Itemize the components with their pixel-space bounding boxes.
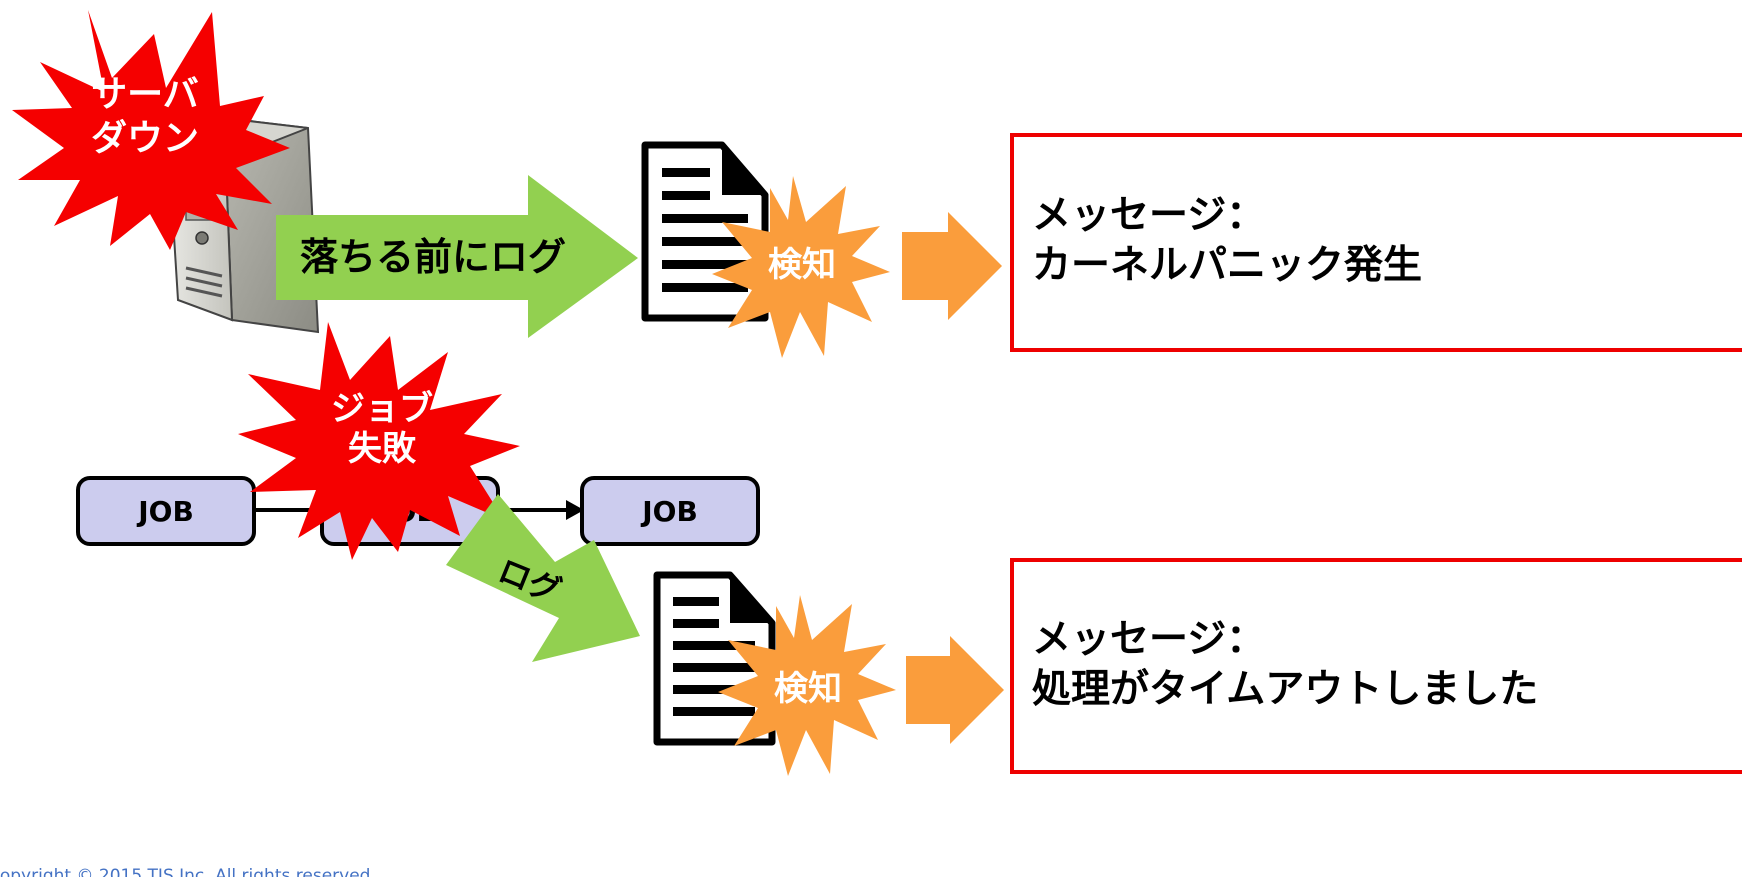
- detect-arrow-bottom: [906, 636, 1004, 744]
- detect-burst-top-shape: [712, 176, 890, 358]
- log-before-crash-arrow: 落ちる前にログ: [276, 175, 638, 338]
- log-arrow: ログ: [446, 494, 640, 662]
- log-before-crash-arrow-shape: [276, 175, 638, 338]
- message-top-line1: メッセージ：: [1032, 193, 1265, 238]
- server-down-burst-shape: [12, 10, 290, 250]
- job-failure-burst-line2: 失敗: [348, 429, 417, 469]
- message-bottom-line2: 処理がタイムアウトしました: [1032, 667, 1538, 712]
- job-box-1: JOB: [76, 476, 256, 546]
- job-box-3: JOB: [580, 476, 760, 546]
- log-before-crash-arrow-label: 落ちる前にログ: [300, 235, 566, 279]
- job-failure-burst-line1: ジョブ: [331, 389, 433, 429]
- detect-arrow-top: [902, 212, 1002, 320]
- detect-burst-bottom-shape: [718, 595, 896, 776]
- detect-burst-bottom: 検知: [718, 595, 896, 776]
- server-down-burst-line2: ダウン: [91, 118, 199, 159]
- job-failure-burst-shape: [238, 322, 520, 560]
- detect-burst-top: 検知: [712, 176, 890, 358]
- message-box-bottom: メッセージ： 処理がタイムアウトしました: [1010, 558, 1742, 774]
- message-top-line2: カーネルパニック発生: [1032, 243, 1422, 288]
- message-box-top: メッセージ： カーネルパニック発生: [1010, 133, 1742, 352]
- detect-burst-bottom-label: 検知: [774, 669, 842, 709]
- copyright-text: Copyright © 2015 TIS Inc. All rights res…: [0, 866, 376, 877]
- server-down-burst-line1: サーバ: [91, 74, 199, 115]
- log-arrow-shape: [446, 494, 640, 662]
- server-down-burst: サーバ ダウン: [12, 10, 290, 250]
- job-failure-burst: ジョブ 失敗: [238, 322, 520, 560]
- job-connector-2-head: [566, 500, 584, 520]
- message-bottom-line1: メッセージ：: [1032, 617, 1265, 662]
- detect-burst-top-label: 検知: [768, 245, 836, 285]
- job-box-1-label: JOB: [136, 495, 194, 528]
- job-box-3-label: JOB: [640, 495, 698, 528]
